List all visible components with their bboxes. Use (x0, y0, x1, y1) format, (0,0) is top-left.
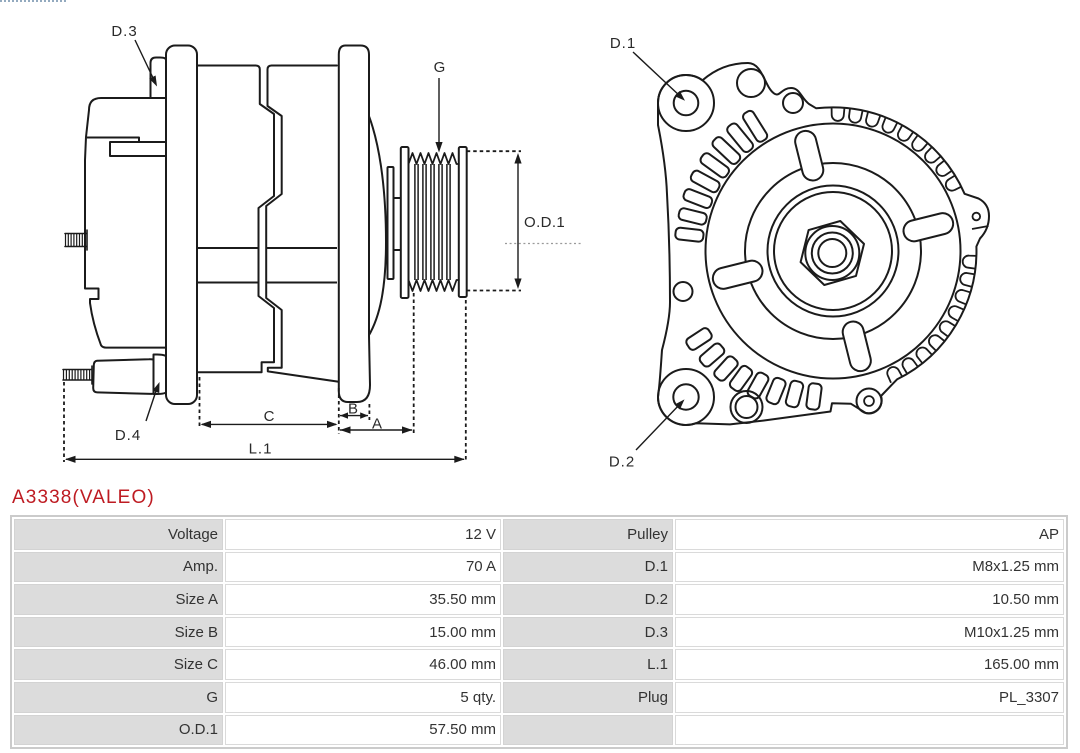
svg-text:G: G (434, 59, 447, 76)
svg-text:O.D.1: O.D.1 (524, 214, 565, 231)
svg-text:C: C (264, 408, 276, 425)
svg-text:L.1: L.1 (249, 441, 273, 458)
svg-text:D.1: D.1 (610, 35, 636, 52)
svg-text:A: A (372, 416, 383, 433)
svg-text:D.4: D.4 (115, 427, 141, 444)
svg-text:D.3: D.3 (111, 23, 137, 40)
svg-text:D.2: D.2 (609, 454, 635, 471)
svg-text:B: B (348, 401, 359, 418)
